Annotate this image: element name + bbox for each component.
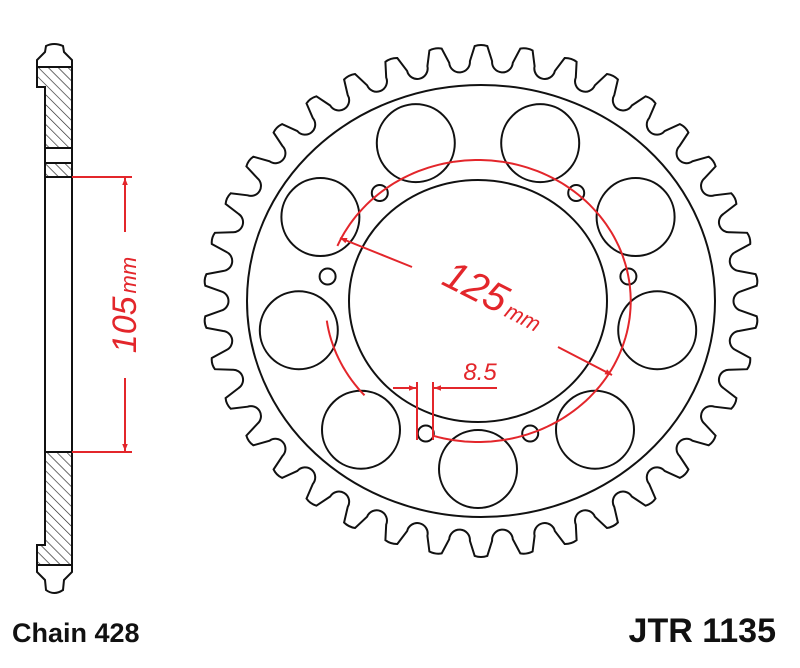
bolt-hole	[318, 267, 337, 286]
pitch-circle-arc	[336, 159, 632, 443]
tooth-root-ring	[246, 84, 716, 518]
bolt-hole	[567, 184, 586, 202]
lightening-hole	[280, 177, 361, 257]
bolt-hole-section	[44, 147, 73, 164]
bolt-hole	[370, 184, 389, 202]
lightening-hole	[595, 177, 676, 257]
part-number-label: JTR 1135	[628, 612, 776, 650]
pitch-circle-dimension	[325, 159, 632, 443]
sprocket-teeth	[203, 44, 759, 558]
lightening-hole	[258, 290, 339, 371]
chain-size-label: Chain 428	[12, 618, 140, 648]
center-bore	[44, 176, 73, 453]
pitch-circle-label: 125mm	[436, 252, 552, 340]
sprocket-front-view	[203, 44, 759, 558]
lightening-hole	[438, 429, 518, 509]
bottom-flange	[36, 451, 73, 566]
lightening-hole	[375, 103, 456, 184]
bolt-hole	[416, 424, 435, 443]
bolt-hole-label: 8.5	[463, 359, 497, 386]
bolt-hole-dimension	[393, 382, 497, 440]
bottom-tooth-profile	[36, 564, 73, 594]
bolt-hole	[521, 424, 540, 443]
lightening-hole	[617, 290, 698, 371]
lightening-hole	[321, 389, 401, 470]
pitch-circle-arc-left	[325, 320, 366, 396]
hub-width-label: 105mm	[106, 257, 144, 353]
top-hub-section	[44, 162, 73, 178]
hub-width-dimension	[72, 176, 132, 453]
lightening-hole	[500, 103, 581, 184]
bolt-hole	[619, 267, 638, 286]
top-tooth-profile	[36, 43, 73, 68]
pitch-leader-left	[339, 237, 413, 268]
pitch-leader-right	[557, 346, 613, 376]
lightening-hole	[555, 389, 635, 470]
center-bore-circle	[348, 179, 608, 423]
top-flange	[36, 66, 73, 149]
side-profile	[36, 43, 73, 594]
